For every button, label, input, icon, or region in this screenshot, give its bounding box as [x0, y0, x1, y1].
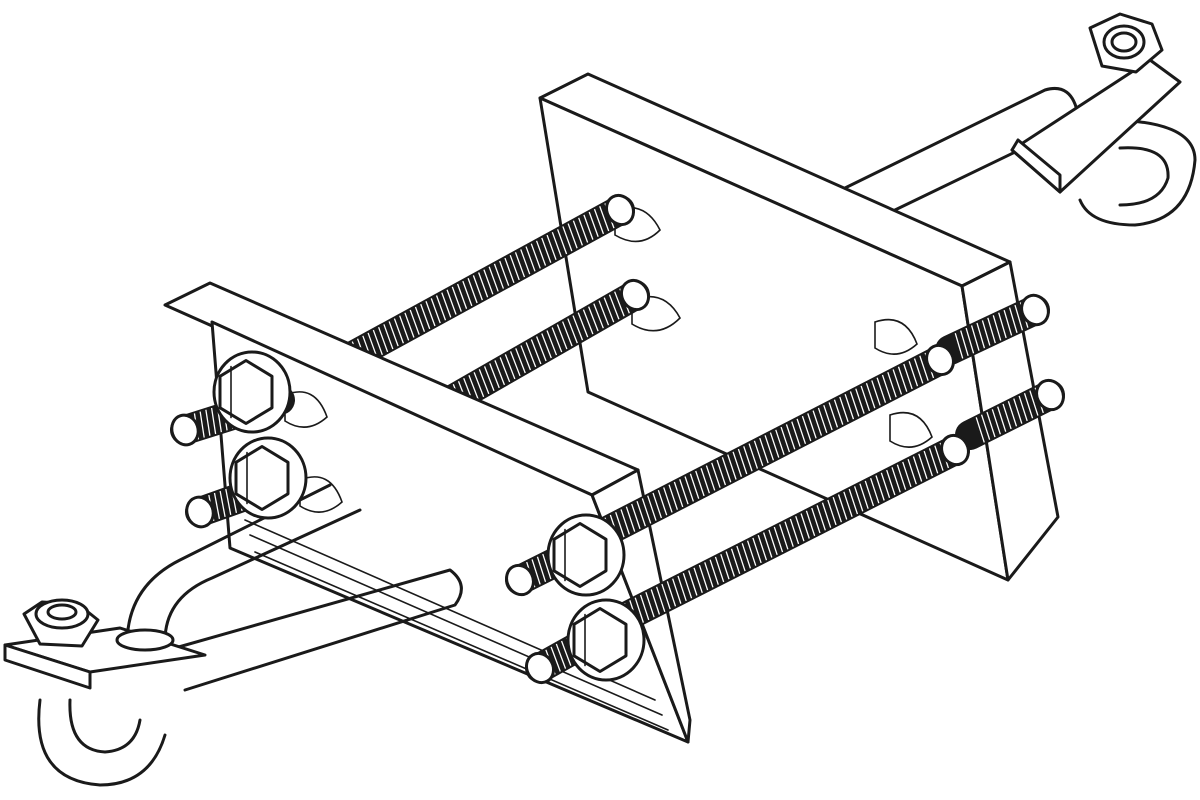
hex-nuts-front — [212, 350, 646, 682]
hex-nut — [1088, 12, 1164, 74]
threaded-rod-stub — [955, 378, 1065, 450]
hex-nut — [566, 598, 646, 682]
threaded-rod — [575, 343, 955, 555]
threaded-rod-stub — [935, 293, 1050, 365]
j-hook-lower — [3, 483, 463, 787]
hex-nut — [22, 598, 100, 648]
hex-nut — [546, 513, 626, 597]
hex-nut — [228, 436, 308, 520]
j-hook-upper — [843, 12, 1197, 227]
hex-nut — [212, 350, 292, 434]
